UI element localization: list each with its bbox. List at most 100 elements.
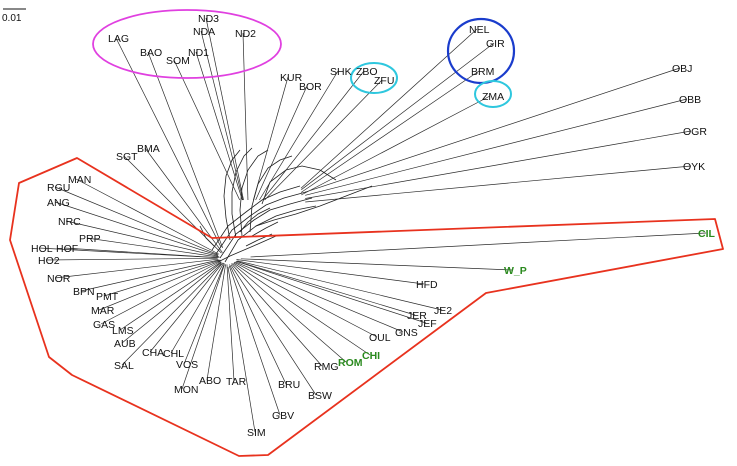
taxon-label-sim: SIM bbox=[247, 427, 266, 439]
edge-sal bbox=[121, 263, 222, 366]
edge-man bbox=[75, 178, 220, 255]
taxon-label-w-p: W_P bbox=[504, 265, 527, 277]
blue-group-outline bbox=[446, 17, 516, 85]
taxon-label-gbv: GBV bbox=[272, 410, 294, 422]
taxon-label-hof: HOF bbox=[56, 243, 78, 255]
taxon-label-ang: ANG bbox=[47, 197, 70, 209]
edge-jer bbox=[235, 260, 416, 316]
edge-oyk bbox=[305, 165, 692, 203]
edge-jef bbox=[236, 261, 427, 324]
taxon-label-ogr: OGR bbox=[683, 126, 707, 138]
edge-rgu bbox=[54, 186, 219, 255]
taxon-label-oyk: OYK bbox=[683, 161, 705, 173]
taxon-label-rgu: RGU bbox=[47, 182, 70, 194]
taxon-label-nel: NEL bbox=[469, 24, 490, 36]
taxon-label-nd3: ND3 bbox=[198, 13, 219, 25]
network-reticulation bbox=[199, 147, 373, 263]
edge-nda bbox=[200, 30, 244, 201]
edge-som bbox=[173, 59, 240, 201]
edge-zfu bbox=[264, 79, 383, 201]
edge-bsw bbox=[230, 264, 317, 396]
taxon-label-gns: GNS bbox=[395, 327, 418, 339]
reticulation-path bbox=[231, 147, 253, 239]
taxon-label-chl: CHL bbox=[163, 348, 184, 360]
scale-bar-label: 0.01 bbox=[2, 13, 22, 24]
edge-w-p bbox=[240, 258, 513, 271]
edge-prp bbox=[86, 237, 220, 258]
taxon-label-zfu: ZFU bbox=[374, 75, 394, 87]
taxon-label-lag: LAG bbox=[108, 33, 129, 45]
scale-bar: 0.01 bbox=[2, 8, 26, 24]
edge-nd2 bbox=[242, 32, 249, 201]
taxon-label-chi: CHI bbox=[362, 350, 380, 362]
taxon-label-vos: VOS bbox=[176, 359, 198, 371]
edge-brm bbox=[300, 70, 480, 193]
edge-gns bbox=[235, 261, 404, 333]
taxon-label-nda: NDA bbox=[193, 26, 215, 38]
edge-bor bbox=[255, 85, 308, 201]
taxon-label-zbo: ZBO bbox=[356, 66, 378, 78]
cyan-group-zbo-outline bbox=[350, 62, 398, 94]
taxon-label-man: MAN bbox=[68, 174, 91, 186]
reticulation-path bbox=[223, 149, 241, 241]
edge-shk bbox=[259, 70, 339, 201]
edge-je2 bbox=[237, 260, 443, 311]
edge-tar bbox=[226, 264, 235, 382]
edge-lag bbox=[115, 37, 222, 248]
taxon-label-mar: MAR bbox=[91, 305, 115, 317]
taxon-label-sgt: SGT bbox=[116, 151, 138, 163]
edge-rom bbox=[232, 263, 347, 363]
edge-nd1 bbox=[195, 51, 243, 201]
edge-bao bbox=[147, 51, 223, 249]
edge-mon bbox=[181, 264, 225, 390]
edge-oul bbox=[233, 261, 378, 338]
reticulation-path bbox=[255, 185, 373, 227]
taxon-label-bor: BOR bbox=[299, 81, 322, 93]
edge-ogr bbox=[305, 130, 692, 199]
edge-pmt bbox=[103, 259, 221, 297]
taxon-label-nd1: ND1 bbox=[188, 47, 209, 59]
reticulation-path bbox=[217, 235, 277, 263]
edge-nd3 bbox=[205, 17, 244, 201]
red-group-outline bbox=[9, 157, 724, 457]
reticulation-path bbox=[239, 149, 269, 237]
edge-nor bbox=[54, 258, 219, 279]
taxon-label-hfd: HFD bbox=[416, 279, 438, 291]
edge-rmg bbox=[231, 263, 323, 367]
taxon-label-obb: OBB bbox=[679, 94, 701, 106]
edge-hfd bbox=[236, 259, 425, 285]
reticulation-path bbox=[249, 155, 293, 233]
taxon-label-nrc: NRC bbox=[58, 216, 81, 228]
taxon-label-cha: CHA bbox=[142, 347, 164, 359]
cyan-group-zma-outline bbox=[474, 80, 512, 108]
edge-bru bbox=[229, 264, 287, 385]
reticulation-path bbox=[224, 205, 317, 263]
taxon-label-nor: NOR bbox=[47, 273, 71, 285]
taxon-label-oul: OUL bbox=[369, 332, 391, 344]
edge-zbo bbox=[262, 70, 365, 201]
edge-sgt bbox=[123, 155, 222, 254]
taxon-label-hol: HOL bbox=[31, 243, 53, 255]
taxon-label-tar: TAR bbox=[226, 376, 247, 388]
reticulation-path bbox=[211, 185, 301, 251]
reticulation-path bbox=[239, 207, 271, 233]
edge-hof bbox=[63, 247, 219, 259]
edge-obb bbox=[305, 98, 688, 196]
taxon-label-obj: OBJ bbox=[672, 63, 692, 75]
taxon-label-rom: ROM bbox=[338, 357, 363, 369]
taxon-label-kur: KUR bbox=[280, 72, 303, 84]
taxon-label-brm: BRM bbox=[471, 66, 494, 78]
taxon-label-bma: BMA bbox=[137, 143, 160, 155]
edge-zma bbox=[301, 95, 491, 196]
taxon-label-lms: LMS bbox=[112, 325, 134, 337]
edge-mar bbox=[98, 260, 221, 311]
edge-gir bbox=[301, 42, 495, 190]
taxon-label-abo: ABO bbox=[199, 375, 221, 387]
edge-abo bbox=[206, 264, 226, 381]
edge-vos bbox=[183, 263, 225, 365]
edge-gas bbox=[100, 261, 221, 325]
taxon-label-shk: SHK bbox=[330, 66, 352, 78]
taxon-label-jef: JEF bbox=[418, 318, 437, 330]
